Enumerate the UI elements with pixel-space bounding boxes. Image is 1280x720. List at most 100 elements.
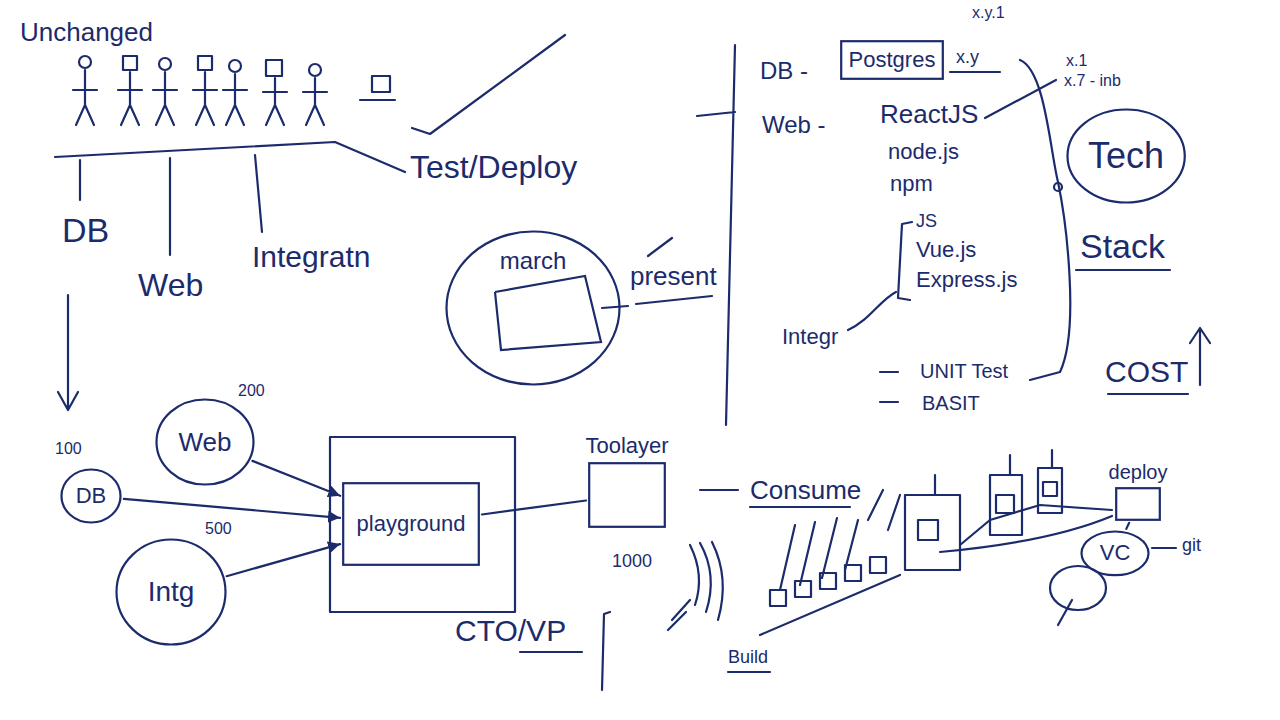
shape-outline bbox=[1067, 110, 1184, 203]
sketch-stroke bbox=[918, 520, 938, 540]
handwritten-note: 1000 bbox=[612, 552, 652, 572]
sketch-stroke bbox=[845, 565, 861, 581]
sketch-stroke bbox=[73, 70, 97, 125]
sketch-stroke bbox=[55, 142, 405, 172]
shape-outline bbox=[157, 400, 254, 485]
sketch-stroke bbox=[58, 295, 78, 410]
inner-frame bbox=[495, 276, 601, 350]
handwritten-note: x.y bbox=[956, 48, 979, 68]
handwritten-note: npm bbox=[890, 172, 933, 196]
handwritten-note: 500 bbox=[205, 520, 232, 538]
sketch-circle: Intg bbox=[115, 538, 227, 646]
sketch-circle: march bbox=[445, 230, 621, 386]
shape-outline bbox=[1116, 488, 1160, 520]
handwritten-note: UNIT Test bbox=[920, 360, 1008, 382]
sketch-stroke bbox=[950, 71, 1000, 73]
sketch-stroke bbox=[193, 72, 217, 125]
sketch-stroke bbox=[697, 45, 735, 425]
sketch-stroke bbox=[309, 64, 321, 76]
sketch-stroke bbox=[360, 99, 395, 101]
node-label: playground bbox=[357, 512, 466, 536]
sketch-stroke bbox=[1076, 269, 1170, 271]
handwritten-note: 100 bbox=[55, 440, 82, 458]
connector bbox=[482, 501, 586, 515]
handwritten-note: Web - bbox=[762, 112, 826, 138]
handwritten-note: x.1 bbox=[1066, 52, 1087, 70]
sketch-stroke bbox=[118, 72, 142, 125]
shape-outline bbox=[157, 400, 254, 485]
sketch-stroke bbox=[1152, 547, 1176, 549]
handwritten-note: Integratn bbox=[252, 240, 370, 273]
shape-outline bbox=[343, 483, 479, 565]
sketch-stroke bbox=[760, 575, 900, 635]
node-label: Toolayer bbox=[585, 434, 668, 458]
sketch-stroke bbox=[648, 238, 672, 256]
sketch-stroke bbox=[870, 557, 886, 573]
handwritten-note: present bbox=[630, 262, 717, 291]
sketch-stroke bbox=[880, 372, 898, 402]
sketch-stroke bbox=[820, 573, 836, 589]
sketch-stroke bbox=[780, 490, 900, 590]
shape-outline bbox=[1116, 488, 1160, 520]
handwritten-note: Stack bbox=[1080, 228, 1165, 265]
sketch-stroke bbox=[848, 292, 896, 330]
sketch-stroke bbox=[1054, 183, 1062, 191]
sketch-circle: DB bbox=[60, 468, 122, 524]
node-label: DB bbox=[76, 484, 107, 508]
sketch-stroke bbox=[412, 35, 565, 134]
handwritten-note: CTO/VP bbox=[455, 614, 566, 647]
shape-outline bbox=[1115, 487, 1161, 521]
handwritten-note: node.js bbox=[888, 140, 959, 164]
handwritten-note: Consume bbox=[750, 476, 861, 505]
handwritten-note: Express.js bbox=[916, 268, 1017, 292]
shape-outline bbox=[589, 463, 665, 527]
shape-outline bbox=[447, 232, 620, 385]
node-label: Intg bbox=[148, 577, 195, 608]
sketch-stroke bbox=[123, 56, 137, 70]
connector bbox=[124, 499, 340, 518]
sketch-stroke bbox=[990, 475, 1022, 535]
sketch-stroke bbox=[770, 590, 786, 606]
sketch-circle: Tech bbox=[1066, 108, 1186, 204]
sketch-stroke bbox=[940, 516, 1112, 552]
handwritten-note: Vue.js bbox=[916, 238, 976, 262]
sketch-stroke bbox=[520, 651, 582, 653]
shape-outline bbox=[62, 470, 121, 523]
sketch-stroke bbox=[898, 222, 912, 300]
sketch-box: deploy bbox=[1115, 487, 1161, 521]
connector bbox=[252, 461, 340, 496]
handwritten-note: x.7 - inb bbox=[1064, 72, 1121, 90]
handwritten-note: DB - bbox=[760, 58, 808, 84]
sketch-stroke bbox=[602, 306, 628, 308]
sketch-stroke bbox=[985, 80, 1056, 118]
connector bbox=[1126, 523, 1129, 529]
shape-outline bbox=[1082, 531, 1149, 575]
sketch-stroke bbox=[229, 60, 241, 72]
sketch-stroke bbox=[223, 74, 247, 125]
sketch-stroke bbox=[728, 671, 770, 673]
handwritten-note: git bbox=[1182, 536, 1201, 556]
handwritten-note: Test/Deploy bbox=[410, 150, 577, 185]
shape-outline bbox=[447, 232, 620, 385]
handwritten-note: ReactJS bbox=[880, 100, 978, 129]
shape-outline bbox=[343, 483, 479, 565]
shape-outline bbox=[1082, 531, 1149, 575]
sketch-stroke bbox=[1020, 60, 1070, 380]
node-label: Tech bbox=[1088, 136, 1164, 176]
handwritten-note: Unchanged bbox=[20, 18, 153, 47]
node-label: deploy bbox=[1109, 461, 1168, 483]
sketch-circle: Web bbox=[155, 398, 255, 486]
sketch-stroke bbox=[1043, 482, 1057, 496]
shape-outline bbox=[841, 41, 943, 79]
sketch-stroke bbox=[330, 437, 515, 612]
sketch-stroke bbox=[263, 78, 287, 125]
handwritten-note: JS bbox=[916, 212, 937, 232]
handwritten-note: Integr bbox=[782, 325, 838, 349]
sketch-stroke bbox=[636, 296, 712, 304]
shape-outline bbox=[62, 470, 121, 523]
node-label: march bbox=[500, 248, 567, 274]
connector bbox=[227, 544, 340, 576]
sketch-box: playground bbox=[342, 482, 480, 566]
